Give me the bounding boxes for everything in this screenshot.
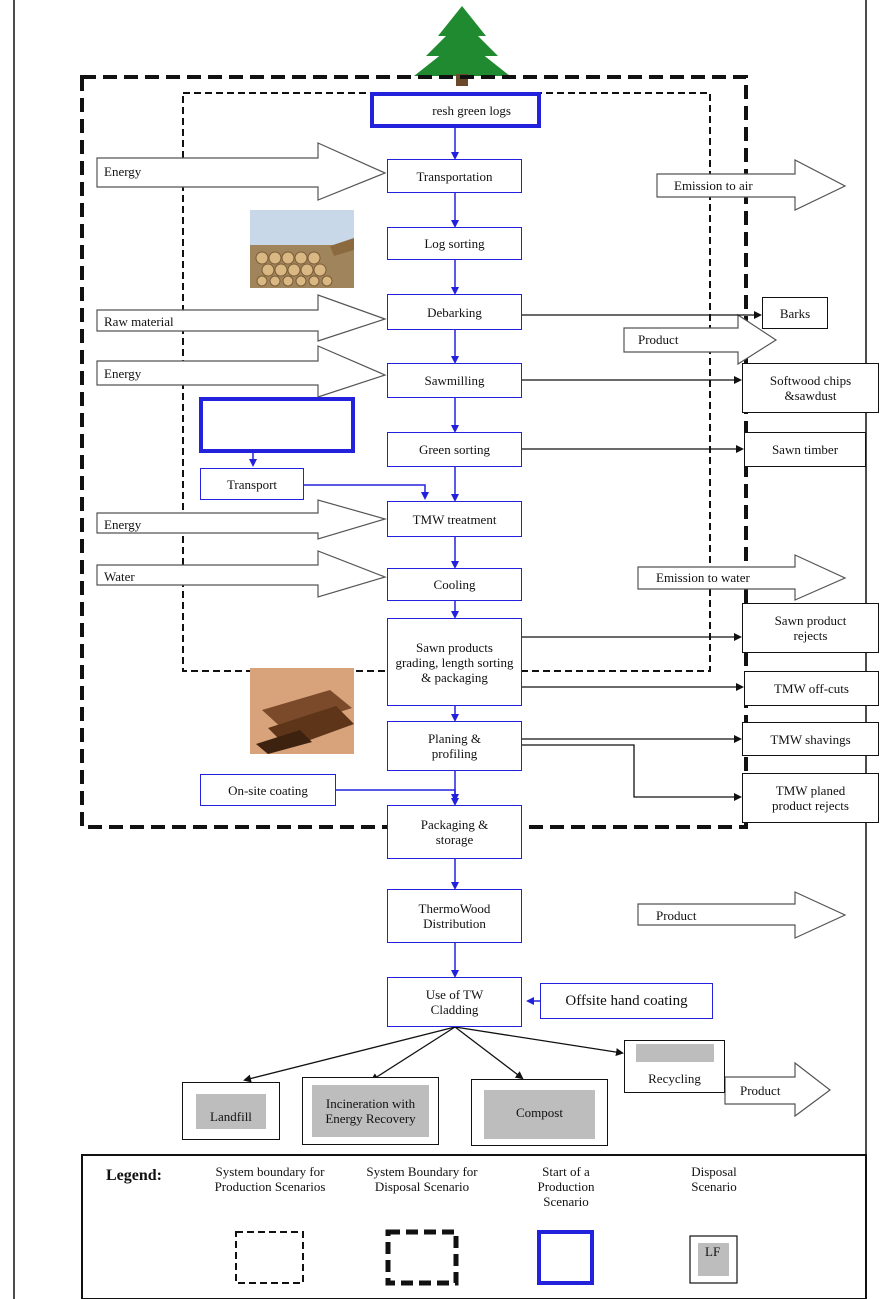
offsite-coating-box: Offsite hand coating [540, 983, 713, 1019]
legend-disposal-label: Disposal Scenario [691, 1164, 737, 1194]
process-green-sorting: Green sorting [387, 432, 522, 467]
output-sawn-timber: Sawn timber [744, 432, 866, 467]
output-softwood-chips: Softwood chips &sawdust [742, 363, 879, 413]
process-sawmilling: Sawmilling [387, 363, 522, 398]
start-production-scenario-box: resh green logs [370, 92, 541, 128]
output-product-3: Product [740, 1083, 781, 1098]
disposal-recycling: Recycling [624, 1040, 725, 1093]
log-pile-photo [250, 210, 354, 288]
onsite-coating-box: On-site coating [200, 774, 336, 806]
process-distribution: ThermoWood Distribution [387, 889, 522, 943]
wood-planks-photo [250, 668, 354, 754]
process-tmw-treatment: TMW treatment [387, 501, 522, 537]
disposal-incineration: Incineration with Energy Recovery [302, 1077, 439, 1145]
input-raw-material: Raw material [104, 314, 174, 329]
legend-production-boundary-label: System boundary for Production Scenarios [214, 1164, 326, 1194]
legend-production-swatch [235, 1231, 304, 1284]
output-tmw-planed-rejects: TMW planed product rejects [742, 773, 879, 823]
process-debarking: Debarking [387, 294, 522, 330]
input-energy-3: Energy [104, 517, 142, 532]
tree-icon [414, 6, 510, 86]
process-planing: Planing & profiling [387, 721, 522, 771]
legend-title: Legend: [106, 1167, 162, 1184]
output-tmw-offcuts: TMW off-cuts [744, 671, 879, 706]
process-cooling: Cooling [387, 568, 522, 601]
input-arrows [96, 142, 388, 598]
legend-start-swatch [537, 1230, 594, 1285]
disposal-compost: Compost [471, 1079, 608, 1146]
output-emission-water: Emission to water [656, 570, 750, 585]
output-tmw-shavings: TMW shavings [742, 722, 879, 756]
output-emission-air: Emission to air [674, 178, 753, 193]
output-connectors [522, 311, 762, 801]
input-energy-1: Energy [104, 164, 142, 179]
legend-disposal-boundary-label: System Boundary for Disposal Scenario [366, 1164, 478, 1194]
output-product-1: Product [638, 332, 679, 347]
process-packaging: Packaging & storage [387, 805, 522, 859]
legend-lf-label: LF [705, 1244, 721, 1259]
legend-frame [81, 1154, 867, 1299]
side-connectors [249, 453, 540, 1005]
start-label: resh green logs [432, 102, 511, 118]
output-barks: Barks [762, 297, 828, 329]
output-sawn-rejects: Sawn product rejects [742, 603, 879, 653]
output-product-2: Product [656, 908, 697, 923]
legend-start-label: Start of a Production Scenario [537, 1164, 595, 1209]
process-grading: Sawn products grading, length sorting & … [387, 618, 522, 706]
input-energy-2: Energy [104, 366, 142, 381]
disposal-landfill: Landfill [182, 1082, 280, 1140]
output-arrows [623, 159, 847, 1118]
process-use-of-cladding: Use of TW Cladding [387, 977, 522, 1027]
legend-disposal-swatch [385, 1229, 459, 1286]
transport-box: Transport [200, 468, 304, 500]
disposal-connectors [243, 1026, 624, 1083]
process-transportation: Transportation [387, 159, 522, 193]
input-water: Water [104, 569, 135, 584]
alternative-start-box [199, 397, 355, 453]
process-log-sorting: Log sorting [387, 227, 522, 260]
